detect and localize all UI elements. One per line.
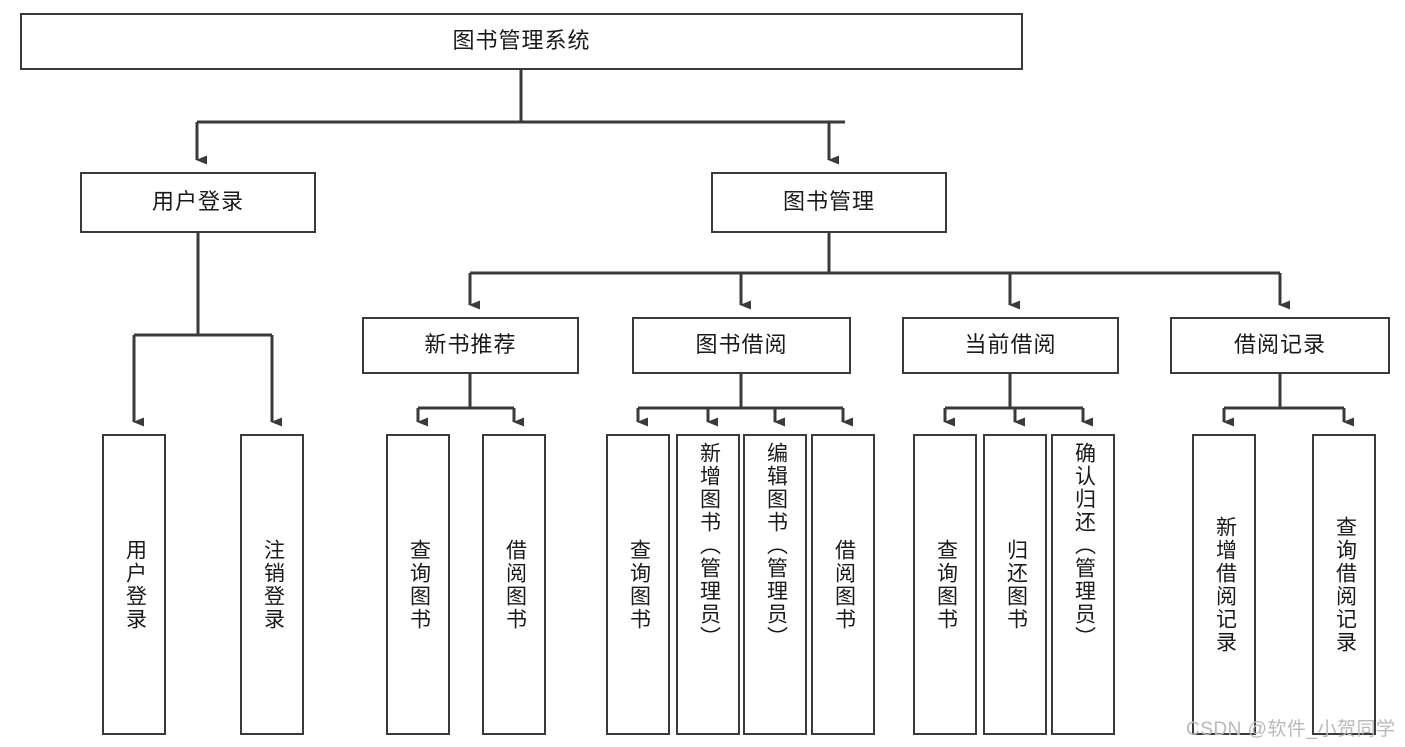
leaf-query-book-3[interactable]: 查询图书 <box>913 434 977 735</box>
leaf-edit-book-admin[interactable]: 编辑图书（管理员） <box>743 434 807 735</box>
node-new-book-recommend-label: 新书推荐 <box>424 332 517 358</box>
leaf-return-book-label: 归还图书 <box>1004 538 1028 631</box>
leaf-query-book-3-label: 查询图书 <box>934 538 958 631</box>
leaf-borrow-book-2-label: 借阅图书 <box>832 538 856 631</box>
leaf-edit-book-admin-label: 编辑图书（管理员） <box>764 442 788 649</box>
csdn-watermark: CSDN @软件_小贺同学 <box>1186 719 1396 740</box>
leaf-add-borrow-record-label: 新增借阅记录 <box>1213 515 1237 654</box>
leaf-logout[interactable]: 注销登录 <box>240 434 304 735</box>
leaf-confirm-return-admin[interactable]: 确认归还（管理员） <box>1051 434 1115 735</box>
leaf-add-borrow-record[interactable]: 新增借阅记录 <box>1192 434 1256 735</box>
leaf-user-login-label: 用户登录 <box>123 538 147 631</box>
node-root-title[interactable]: 图书管理系统 <box>20 13 1023 70</box>
node-borrow-record-label: 借阅记录 <box>1233 332 1326 358</box>
leaf-query-book-2[interactable]: 查询图书 <box>606 434 670 735</box>
leaf-query-book-2-label: 查询图书 <box>627 538 651 631</box>
node-borrow-record[interactable]: 借阅记录 <box>1170 317 1390 374</box>
leaf-query-book-1-label: 查询图书 <box>407 538 431 631</box>
node-current-borrow-label: 当前借阅 <box>964 332 1057 358</box>
node-current-borrow[interactable]: 当前借阅 <box>902 317 1119 374</box>
node-book-borrow-label: 图书借阅 <box>695 332 788 358</box>
node-book-manage[interactable]: 图书管理 <box>711 172 947 233</box>
leaf-add-book-admin-label: 新增图书（管理员） <box>697 442 721 649</box>
leaf-confirm-return-admin-label: 确认归还（管理员） <box>1072 442 1096 649</box>
leaf-borrow-book-1[interactable]: 借阅图书 <box>482 434 546 735</box>
node-book-manage-label: 图书管理 <box>782 189 875 215</box>
leaf-return-book[interactable]: 归还图书 <box>983 434 1047 735</box>
node-book-borrow[interactable]: 图书借阅 <box>632 317 851 374</box>
leaf-borrow-book-1-label: 借阅图书 <box>503 538 527 631</box>
leaf-add-book-admin[interactable]: 新增图书（管理员） <box>676 434 740 735</box>
node-new-book-recommend[interactable]: 新书推荐 <box>362 317 579 374</box>
node-user-login-label: 用户登录 <box>151 189 244 215</box>
node-user-login[interactable]: 用户登录 <box>80 172 316 233</box>
leaf-borrow-book-2[interactable]: 借阅图书 <box>811 434 875 735</box>
leaf-logout-label: 注销登录 <box>261 538 285 631</box>
node-root-label: 图书管理系统 <box>452 28 591 54</box>
leaf-user-login[interactable]: 用户登录 <box>102 434 166 735</box>
leaf-query-borrow-record-label: 查询借阅记录 <box>1333 515 1357 654</box>
leaf-query-borrow-record[interactable]: 查询借阅记录 <box>1312 434 1376 735</box>
leaf-query-book-1[interactable]: 查询图书 <box>386 434 450 735</box>
